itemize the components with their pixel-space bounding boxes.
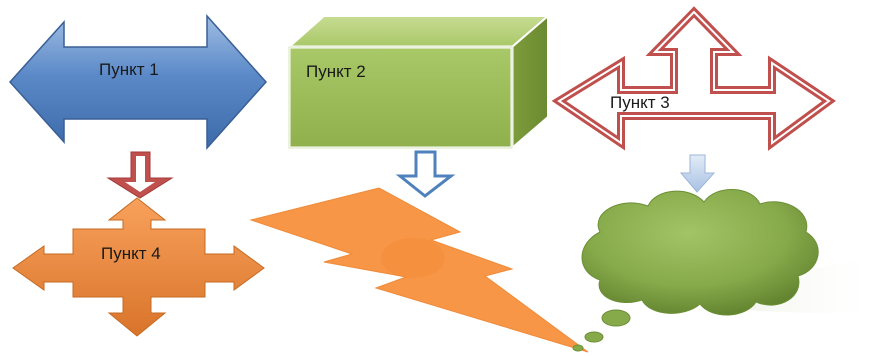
lightning-bolt-shape [249, 187, 589, 353]
label-item-1: Пункт 1 [99, 60, 159, 79]
label-item-3: Пункт 3 [610, 93, 670, 112]
thought-cloud-shape [572, 189, 885, 352]
down-arrow-shape-red [106, 151, 174, 199]
cube-shape [286, 13, 551, 151]
label-item-2: Пункт 2 [306, 62, 366, 81]
cross-arrow-shape [12, 197, 265, 337]
left-right-arrow-shape [8, 14, 268, 150]
down-arrow-shape-blue [395, 150, 456, 198]
quad-arrow-outline-shape [551, 6, 836, 151]
label-item-4: Пункт 4 [101, 244, 161, 263]
down-arrow-shape-light [679, 154, 716, 193]
